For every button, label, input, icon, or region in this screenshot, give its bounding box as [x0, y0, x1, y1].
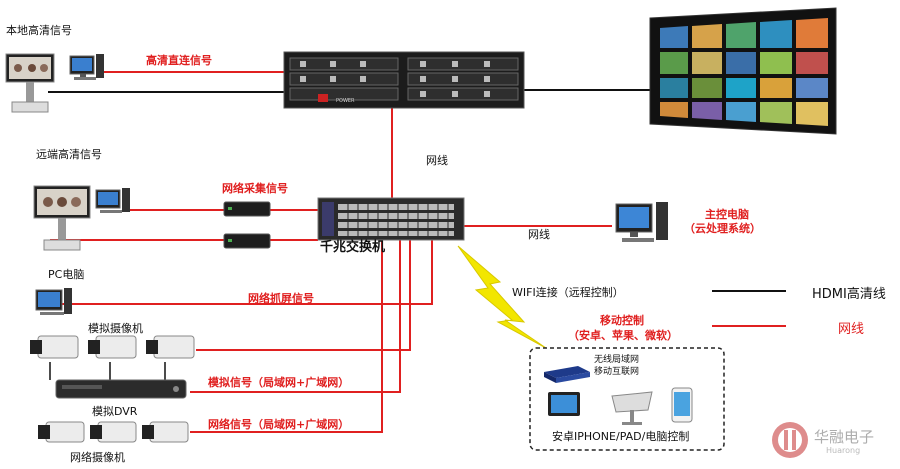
network-cameras [38, 421, 189, 443]
label-local-hd: 本地高清信号 [6, 24, 72, 37]
network-camera-3 [142, 421, 189, 443]
kiosk-icon [611, 391, 653, 425]
label-net-camera: 网络摄像机 [70, 451, 125, 464]
legend-hdmi-label: HDMI高清线 [812, 287, 886, 302]
hdmi-lines [48, 89, 786, 292]
video-wall-tiles [660, 18, 828, 126]
network-camera-1 [38, 421, 85, 443]
net-line-pc [60, 240, 433, 305]
router-icon [544, 366, 590, 383]
label-main-pc-line2: （云处理系统） [684, 222, 761, 235]
label-net-capture: 网络采集信号 [222, 182, 288, 195]
watermark-logo [772, 422, 808, 458]
label-gigabit-switch: 千兆交换机 [320, 240, 386, 255]
local-pc [69, 54, 104, 80]
watermark-text-en: Huarong [826, 446, 861, 455]
net-line-analog-cams [196, 240, 411, 351]
label-hd-direct: 高清直连信号 [146, 54, 212, 67]
gigabit-switch-device [317, 197, 465, 241]
network-encoder-2 [223, 233, 271, 249]
watermark-text-cn: 华融电子 [814, 428, 875, 446]
label-main-pc: 主控电脑 [694, 206, 760, 222]
remote-conference-terminal [33, 185, 91, 251]
remote-pc [95, 188, 130, 213]
label-analog-camera: 模拟摄像机 [88, 322, 143, 335]
label-wireless-lan: 无线局域网 [594, 355, 640, 365]
phone-icon [671, 387, 693, 423]
camera-links [49, 362, 166, 380]
power-label: POWER [336, 98, 355, 104]
analog-camera-3 [146, 335, 195, 359]
label-mobile-control-platforms: （安卓、苹果、微软） [568, 329, 678, 342]
network-lines [50, 71, 786, 433]
analog-camera-1 [30, 335, 79, 359]
main-control-pc [615, 202, 668, 242]
label-devices: 安卓IPHONE/PAD/电脑控制 [552, 430, 690, 443]
local-conference-terminal [5, 53, 55, 113]
video-wall [649, 7, 837, 135]
network-camera-2 [90, 421, 137, 443]
mobile-devices-panel [529, 347, 725, 451]
label-network-cable-top: 网线 [426, 154, 448, 167]
label-remote-hd: 远端高清信号 [36, 148, 102, 161]
pc-device [35, 288, 72, 315]
power-switch [318, 94, 328, 102]
legend-network-label: 网线 [838, 322, 865, 337]
label-net-signal: 网络信号（局域网+广域网） [208, 418, 350, 431]
tablet-icon [548, 392, 580, 416]
label-wifi: WIFI连接（远程控制） [512, 286, 624, 299]
label-pc: PC电脑 [48, 268, 85, 281]
label-analog-signal: 模拟信号（局域网+广域网） [208, 376, 350, 389]
label-mobile-control: 移动控制 [600, 314, 644, 327]
net-line-net-cams [190, 240, 383, 433]
network-encoder-1 [223, 201, 271, 217]
label-net-screen-capture: 网络抓屏信号 [248, 292, 314, 305]
net-line-dvr [190, 240, 401, 393]
analog-dvr-device [55, 379, 187, 399]
video-processor-rack: POWER [283, 51, 525, 109]
label-mobile-internet: 移动互联网 [594, 367, 640, 377]
label-main-pc-line1: 主控电脑 [705, 208, 749, 221]
label-analog-dvr: 模拟DVR [92, 405, 138, 418]
analog-camera-2 [88, 335, 137, 359]
analog-cameras [30, 335, 195, 359]
switch-ports [338, 204, 454, 236]
label-network-cable-mid: 网线 [528, 228, 550, 241]
